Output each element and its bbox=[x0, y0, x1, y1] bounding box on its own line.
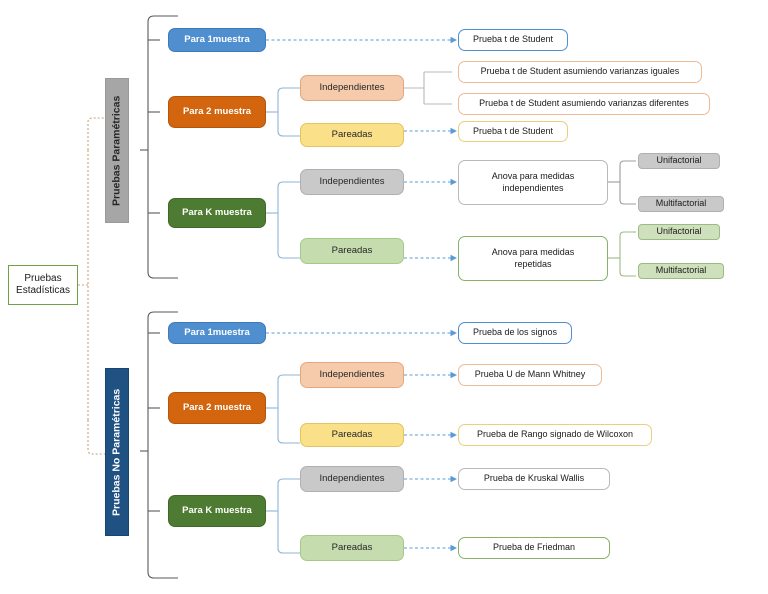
outcome-anova-medidas-independientes[interactable]: Anova para medidas independientes bbox=[458, 160, 608, 205]
connector-param-bracket bbox=[140, 15, 178, 279]
outcome-prueba-u-mann-whitney[interactable]: Prueba U de Mann Whitney bbox=[458, 364, 602, 386]
outcome-prueba-t-student-pareadas[interactable]: Prueba t de Student bbox=[458, 121, 568, 142]
root-label-line1: Pruebas bbox=[24, 272, 62, 284]
design-param-km-pareadas[interactable]: Pareadas bbox=[300, 238, 404, 264]
connector-paramkm-designs bbox=[266, 181, 300, 259]
sample-size-param-2muestra[interactable]: Para 2 muestra bbox=[168, 96, 266, 128]
connector-param2m-designs bbox=[266, 87, 300, 137]
outcome-prueba-rango-signado-wilcoxon[interactable]: Prueba de Rango signado de Wilcoxon bbox=[458, 424, 652, 446]
connector-nop2m-designs bbox=[266, 374, 300, 444]
connector-param2m-indep-outcomes bbox=[404, 71, 452, 105]
design-nop-2m-pareadas[interactable]: Pareadas bbox=[300, 423, 404, 447]
connector-anova-indep-factors bbox=[608, 160, 636, 205]
factor-anova-indep-multifactorial[interactable]: Multifactorial bbox=[638, 196, 724, 212]
design-param-2m-pareadas[interactable]: Pareadas bbox=[300, 123, 404, 147]
outcome-anova-medidas-repetidas[interactable]: Anova para medidas repetidas bbox=[458, 236, 608, 281]
design-nop-km-independientes[interactable]: Independientes bbox=[300, 466, 404, 492]
root-label-line2: Estadísticas bbox=[16, 285, 70, 296]
design-nop-km-pareadas[interactable]: Pareadas bbox=[300, 535, 404, 561]
outcome-line2: independientes bbox=[502, 182, 564, 193]
outcome-t-student-varianzas-diferentes[interactable]: Prueba t de Student asumiendo varianzas … bbox=[458, 93, 710, 115]
connector-nopkm-designs bbox=[266, 478, 300, 554]
sample-size-nop-2muestra[interactable]: Para 2 muestra bbox=[168, 392, 266, 424]
outcome-prueba-de-los-signos[interactable]: Prueba de los signos bbox=[458, 322, 572, 344]
root-node[interactable]: Pruebas Estadísticas bbox=[8, 265, 78, 305]
design-param-km-independientes[interactable]: Independientes bbox=[300, 169, 404, 195]
outcome-t-student-varianzas-iguales[interactable]: Prueba t de Student asumiendo varianzas … bbox=[458, 61, 702, 83]
sample-size-nop-1muestra[interactable]: Para 1muestra bbox=[168, 322, 266, 344]
sample-size-param-kmuestra[interactable]: Para K muestra bbox=[168, 198, 266, 228]
factor-anova-repetidas-multifactorial[interactable]: Multifactorial bbox=[638, 263, 724, 279]
outcome-line1: Anova para medidas bbox=[491, 171, 575, 182]
outcome-prueba-friedman[interactable]: Prueba de Friedman bbox=[458, 537, 610, 559]
branch-label-parametricas[interactable]: Pruebas Paramétricas bbox=[105, 78, 129, 223]
branch-label-no-parametricas[interactable]: Pruebas No Paramétricas bbox=[105, 368, 129, 536]
outcome-line2: repetidas bbox=[514, 258, 552, 269]
sample-size-param-1muestra[interactable]: Para 1muestra bbox=[168, 28, 266, 52]
design-param-2m-independientes[interactable]: Independientes bbox=[300, 75, 404, 101]
connector-noparam-bracket bbox=[140, 311, 178, 579]
factor-anova-repetidas-unifactorial[interactable]: Unifactorial bbox=[638, 224, 720, 240]
outcome-line1: Anova para medidas bbox=[491, 247, 575, 258]
outcome-prueba-kruskal-wallis[interactable]: Prueba de Kruskal Wallis bbox=[458, 468, 610, 490]
design-nop-2m-independientes[interactable]: Independientes bbox=[300, 362, 404, 388]
outcome-prueba-t-student-1muestra[interactable]: Prueba t de Student bbox=[458, 29, 568, 51]
connector-anova-rep-factors bbox=[608, 231, 636, 277]
factor-anova-indep-unifactorial[interactable]: Unifactorial bbox=[638, 153, 720, 169]
sample-size-nop-kmuestra[interactable]: Para K muestra bbox=[168, 495, 266, 527]
